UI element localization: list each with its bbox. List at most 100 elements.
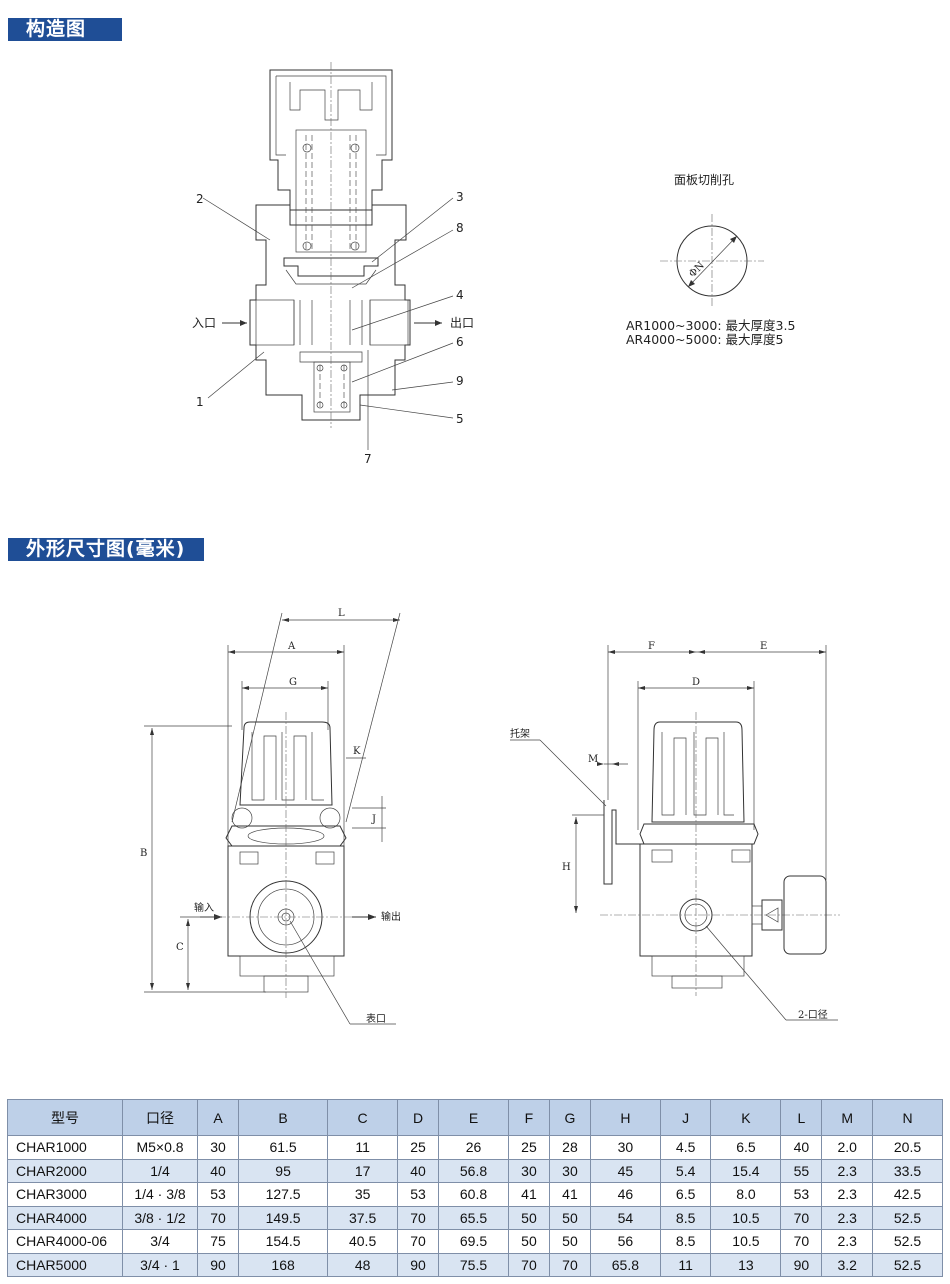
table-cell: 50 [548,1229,591,1254]
table-cell: 30 [548,1158,591,1183]
table-cell: 40 [197,1158,239,1183]
panel-cutout-title: 面板切削孔 [674,173,735,187]
table-cell: 37.5 [327,1205,399,1230]
callout-9: 9 [456,374,464,388]
callout-6: 6 [456,335,464,349]
front-inlet-label: 输入 [194,901,214,914]
table-cell: 46 [589,1182,661,1207]
panel-thickness-note: AR1000~3000: 最大厚度3.5 AR4000~5000: 最大厚度5 [626,319,795,347]
table-cell: 154.5 [237,1229,329,1254]
table-cell: 53 [780,1182,823,1207]
dim-M: M [588,754,598,765]
table-cell: 3/4 [122,1229,198,1254]
table-header-row: 型号 口径 A B C D E F G H J K L M N [7,1099,943,1136]
table-cell: 1/4 · 3/8 [122,1182,198,1207]
table-cell: 70 [507,1252,550,1277]
dim-H: H [562,862,571,873]
table-cell: 50 [548,1205,591,1230]
table-cell: 5.4 [659,1158,712,1183]
table-cell: 8.0 [710,1182,782,1207]
callout-1: 1 [196,395,204,409]
table-cell: 90 [197,1252,239,1277]
callout-7: 7 [364,452,372,466]
table-cell: 8.5 [659,1229,712,1254]
dim-D: D [692,677,700,688]
bracket-label: 托架 [510,727,530,740]
table-cell: 30 [589,1135,661,1160]
model-cell: CHAR4000-06 [7,1229,123,1254]
table-cell: 52.5 [872,1229,943,1254]
callout-4: 4 [456,288,464,302]
header-F: F [507,1099,550,1136]
table-cell: 25 [507,1135,550,1160]
dim-B: B [140,848,147,859]
table-cell: 2.3 [821,1158,874,1183]
dim-E: E [760,641,767,652]
table-cell: 70 [780,1205,823,1230]
table-cell: M5×0.8 [122,1135,198,1160]
table-cell: 42.5 [872,1182,943,1207]
table-cell: 149.5 [237,1205,329,1230]
table-cell: 2.3 [821,1229,874,1254]
header-A: A [197,1099,239,1136]
table-cell: 25 [397,1135,440,1160]
table-cell: 1/4 [122,1158,198,1183]
table-cell: 70 [197,1205,239,1230]
model-cell: CHAR5000 [7,1252,123,1277]
table-cell: 11 [659,1252,712,1277]
table-cell: 95 [237,1158,329,1183]
table-cell: 60.8 [438,1182,509,1207]
header-B: B [237,1099,329,1136]
panel-note-line-2: AR4000~5000: 最大厚度5 [626,332,784,347]
model-cell: CHAR1000 [7,1135,123,1160]
model-cell: CHAR4000 [7,1205,123,1230]
table-cell: 61.5 [237,1135,329,1160]
table-cell: 35 [327,1182,399,1207]
table-cell: 33.5 [872,1158,943,1183]
table-cell: 30 [507,1158,550,1183]
callout-3: 3 [456,190,464,204]
table-cell: 3/8 · 1/2 [122,1205,198,1230]
table-cell: 17 [327,1158,399,1183]
table-cell: 6.5 [710,1135,782,1160]
table-cell: 70 [780,1229,823,1254]
inlet-label: 入口 [192,316,216,330]
table-cell: 127.5 [237,1182,329,1207]
table-cell: 53 [397,1182,440,1207]
table-cell: 168 [237,1252,329,1277]
table-cell: 90 [397,1252,440,1277]
table-cell: 11 [327,1135,399,1160]
dim-C: C [176,942,184,953]
dim-G: G [289,677,297,688]
table-cell: 15.4 [710,1158,782,1183]
table-cell: 90 [780,1252,823,1277]
table-cell: 70 [548,1252,591,1277]
table-cell: 48 [327,1252,399,1277]
table-cell: 3.2 [821,1252,874,1277]
table-cell: 3/4 · 1 [122,1252,198,1277]
header-M: M [821,1099,874,1136]
header-L: L [780,1099,823,1136]
table-cell: 70 [397,1205,440,1230]
table-cell: 41 [507,1182,550,1207]
header-port: 口径 [122,1099,198,1136]
port-size-label: 2-口径 [798,1008,828,1021]
callout-2: 2 [196,192,204,206]
table-cell: 56.8 [438,1158,509,1183]
outlet-label: 出口 [450,316,474,330]
table-cell: 52.5 [872,1252,943,1277]
callout-5: 5 [456,412,464,426]
table-cell: 75 [197,1229,239,1254]
table-cell: 65.8 [589,1252,661,1277]
table-cell: 2.3 [821,1205,874,1230]
table-cell: 40 [397,1158,440,1183]
table-cell: 28 [548,1135,591,1160]
table-cell: 4.5 [659,1135,712,1160]
table-cell: 50 [507,1205,550,1230]
table-cell: 52.5 [872,1205,943,1230]
table-cell: 41 [548,1182,591,1207]
callout-8: 8 [456,221,464,235]
table-cell: 2.3 [821,1182,874,1207]
table-cell: 70 [397,1229,440,1254]
